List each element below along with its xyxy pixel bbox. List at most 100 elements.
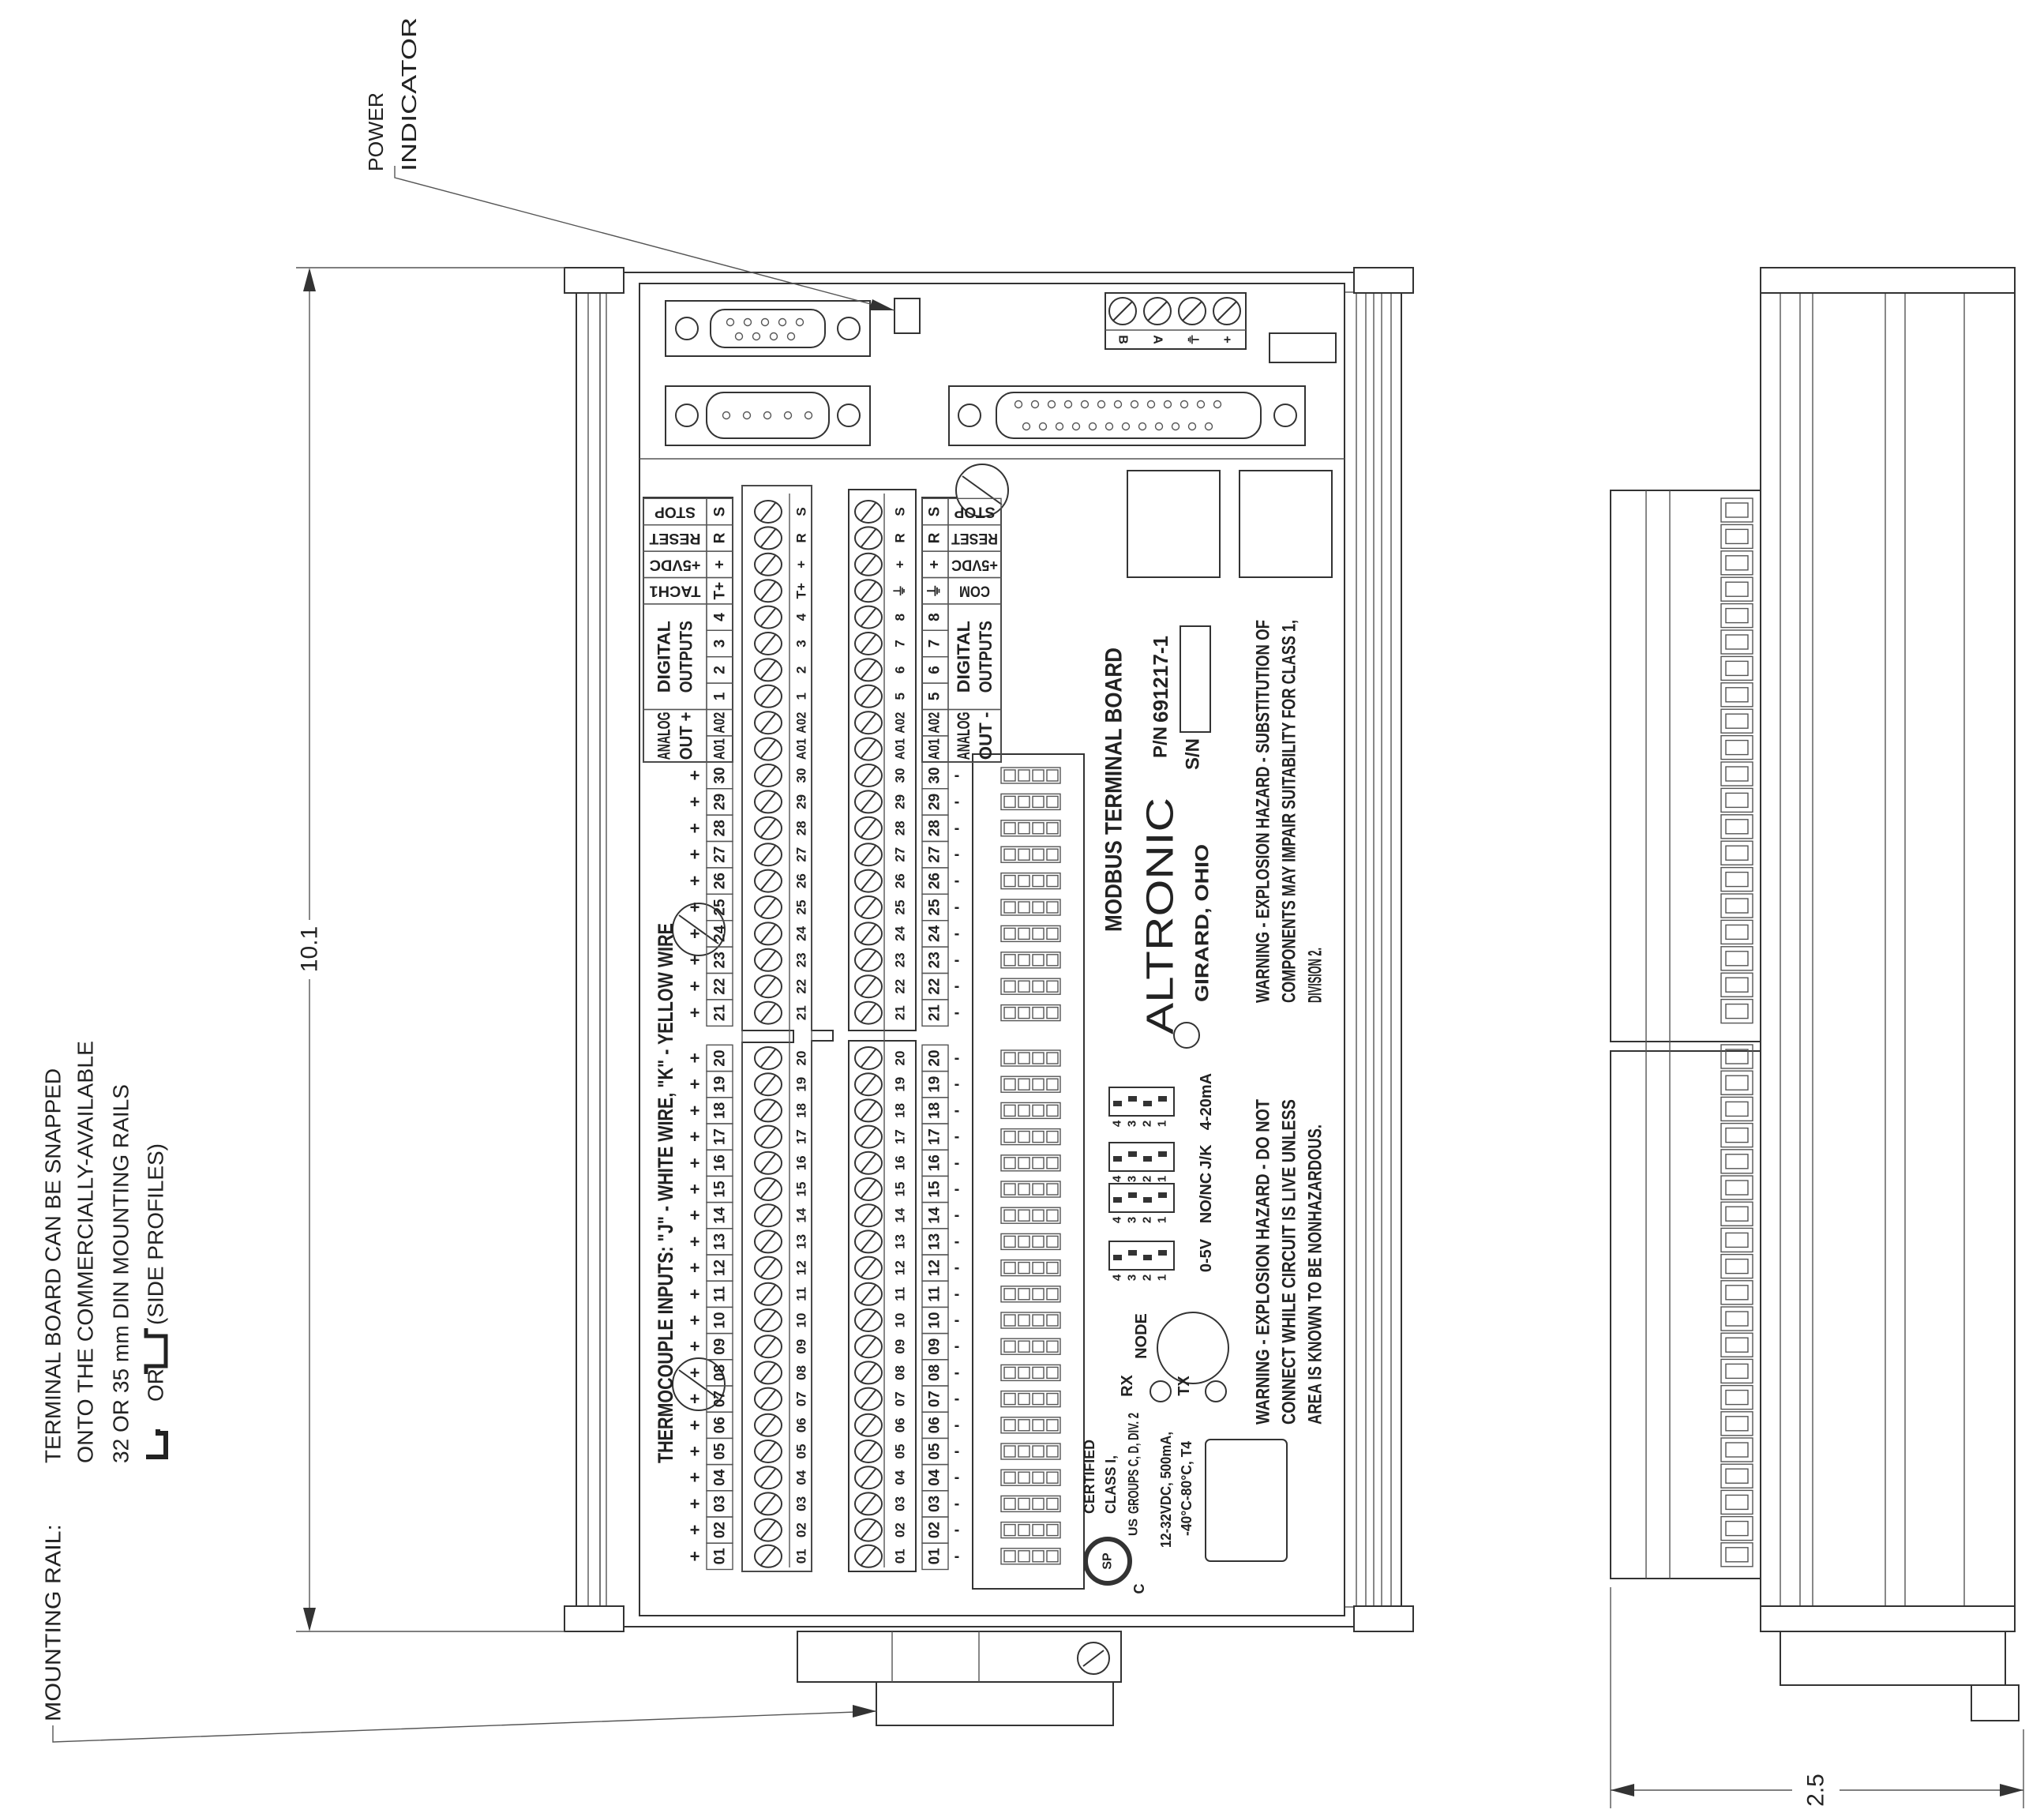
- dip-square: [1046, 954, 1059, 967]
- right-group-label: OUTPUTS: [976, 621, 996, 693]
- dip-square-frame: [972, 753, 1085, 1590]
- left-terminal-number: 02: [712, 1522, 729, 1538]
- screw-slot: [861, 792, 876, 812]
- dip-square: [1003, 1130, 1016, 1143]
- screw-slot: [861, 713, 876, 732]
- minus-polarity: -: [954, 820, 960, 837]
- left-terminal-number: 29: [712, 794, 729, 810]
- screw-terminal-icon: [854, 1544, 883, 1568]
- dip-number: 2: [1141, 1176, 1154, 1182]
- dip-square: [1018, 1183, 1030, 1196]
- right-terminal-number: 28: [927, 820, 943, 836]
- screw-slot: [861, 1075, 876, 1094]
- side-terminal-square: [1720, 1542, 1753, 1567]
- plus-polarity: +: [690, 1468, 700, 1488]
- right-terminal-number: 15: [927, 1181, 943, 1198]
- side-terminal-inner: [1725, 1101, 1749, 1117]
- comm-screw-icon: [1213, 297, 1241, 325]
- screw-slot: [760, 1206, 776, 1225]
- dip-square-group: [1000, 793, 1061, 811]
- warning-2-line: CONNECT WHILE CIRCUIT IS LIVE UNLESS: [1279, 1099, 1300, 1425]
- dip-square: [1032, 1288, 1045, 1301]
- connector-pin: [1088, 422, 1097, 431]
- screw-slot: [760, 739, 776, 759]
- part-number: 691217-1: [1149, 636, 1172, 723]
- left-screw-label: A02: [794, 712, 809, 734]
- thermocouple-note: THERMOCOUPLE INPUTS: "J" - WHITE WIRE, "…: [654, 923, 677, 1463]
- screw-terminal-icon: [754, 1518, 782, 1542]
- dip-square: [1018, 1006, 1030, 1019]
- dip-square: [1046, 1340, 1059, 1353]
- minus-polarity: -: [954, 1495, 960, 1512]
- screw-slot: [861, 581, 876, 600]
- dip-square: [1046, 1130, 1059, 1143]
- screw-terminal-icon: [854, 816, 883, 840]
- connector-pin: [804, 411, 813, 420]
- left-terminal-number: 2: [712, 666, 729, 674]
- left-screw-label: 17: [794, 1129, 809, 1144]
- screw-slot: [861, 871, 876, 891]
- dip-square: [1046, 927, 1059, 940]
- left-terminal-number: 3: [712, 640, 729, 648]
- left-terminal-number: 27: [712, 847, 729, 863]
- right-screw-label: 15: [893, 1182, 908, 1197]
- warning-2-line: AREA IS KNOWN TO BE NONHAZARDOUS.: [1305, 1124, 1326, 1425]
- screw-slot: [861, 819, 876, 838]
- left-group-label: STOP: [654, 504, 696, 520]
- screw-terminal-icon: [854, 948, 883, 972]
- screw-slot: [760, 1258, 776, 1278]
- plus-polarity: +: [690, 871, 700, 891]
- screw-terminal-icon: [854, 605, 883, 629]
- screw-slot: [760, 528, 776, 548]
- right-screw-label: +: [893, 561, 908, 569]
- plus-polarity: +: [690, 1101, 700, 1121]
- side-terminal-square: [1720, 629, 1753, 655]
- cert-line: CLASS I,: [1103, 1455, 1119, 1514]
- dip-square: [1032, 1523, 1045, 1537]
- power-indicator-label: POWER: [364, 92, 388, 171]
- right-terminal-number: 20: [927, 1049, 943, 1066]
- dip-square-group: [1000, 1207, 1061, 1224]
- plus-polarity: +: [690, 1206, 700, 1226]
- rx-label: RX: [1119, 1374, 1136, 1396]
- screw-terminal-icon: [854, 1256, 883, 1280]
- dip-square: [1003, 1550, 1016, 1563]
- right-terminal-number: 29: [927, 794, 943, 810]
- right-screw-label: 28: [893, 820, 908, 835]
- screw-terminal-icon: [754, 1440, 782, 1463]
- left-screw-label: 12: [794, 1260, 809, 1275]
- right-screw-label: 19: [893, 1077, 908, 1092]
- mounting-rail-note: ONTO THE COMMERCIALLY-AVAILABLE: [73, 1041, 98, 1463]
- right-terminal-number: 16: [927, 1154, 943, 1171]
- dip-toggle: [1113, 1101, 1122, 1106]
- right-screw-label: 03: [893, 1496, 908, 1511]
- screw-slot: [861, 634, 876, 653]
- dip-square-group: [1000, 1233, 1061, 1251]
- left-terminal-number: 25: [712, 899, 729, 916]
- dip-toggle: [1143, 1255, 1152, 1260]
- connector-pin: [769, 332, 778, 341]
- dip-number: 1: [1156, 1217, 1169, 1223]
- dip-square: [1003, 1366, 1016, 1380]
- right-screw-label: 21: [893, 1005, 908, 1020]
- dip-square: [1018, 822, 1030, 835]
- side-terminal-square: [1720, 1358, 1753, 1384]
- dip-square-group: [1000, 1390, 1061, 1408]
- connector-pin: [760, 317, 770, 327]
- dip-square-group: [1000, 1004, 1061, 1022]
- dip-square: [1032, 1497, 1045, 1511]
- screw-terminal-icon: [854, 1046, 883, 1070]
- screw-slot: [861, 845, 876, 864]
- left-screw-label: 21: [794, 1005, 809, 1020]
- screw-slot: [861, 502, 876, 521]
- status-led-icon: [1173, 1022, 1200, 1049]
- dip-square: [1046, 1419, 1059, 1432]
- cert-c: C: [1131, 1584, 1147, 1594]
- dip-square: [1046, 1052, 1059, 1064]
- dip-square-group: [1000, 1154, 1061, 1172]
- screw-slot: [861, 687, 876, 706]
- right-terminal-number: 7: [927, 640, 943, 648]
- left-screw-label: 25: [794, 900, 809, 915]
- right-number-cell: [921, 1542, 949, 1571]
- dip-square: [1003, 795, 1016, 809]
